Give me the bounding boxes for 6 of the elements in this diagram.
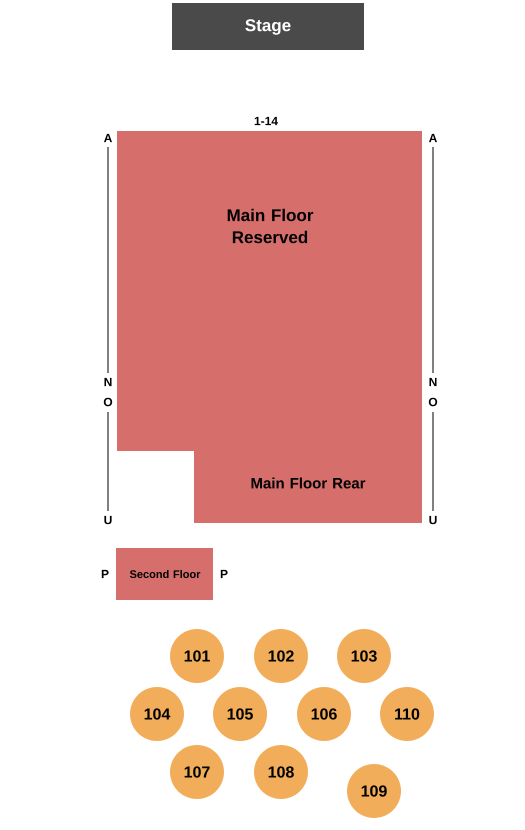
seating-section: Main Floor Rear xyxy=(194,451,422,523)
row-label: U xyxy=(104,516,112,524)
stage-box: Stage xyxy=(172,3,364,50)
seating-section: Second Floor xyxy=(116,548,213,600)
node-label: Main Floor Reserved xyxy=(228,208,314,244)
node-label: Main Floor Rear xyxy=(252,478,366,489)
